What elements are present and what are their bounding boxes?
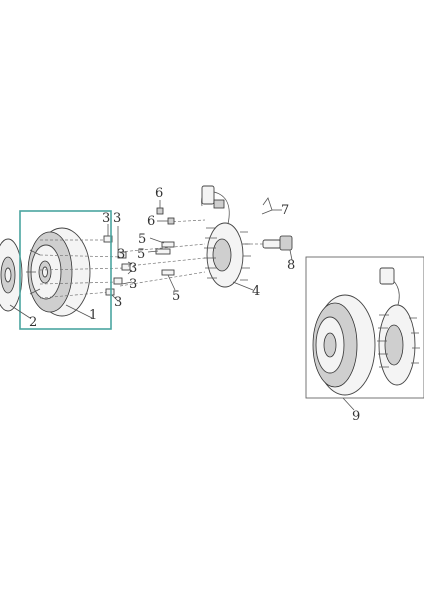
callout-1: 1 bbox=[89, 308, 97, 323]
leader-lines bbox=[9, 200, 355, 411]
callout-3-f: 3 bbox=[114, 295, 122, 310]
callout-2: 2 bbox=[29, 315, 37, 330]
callout-3-c: 3 bbox=[129, 261, 137, 276]
callout-7: 7 bbox=[281, 203, 289, 218]
highlight-frame bbox=[19, 210, 112, 330]
part-4-stator bbox=[201, 185, 251, 288]
callout-labels: 1 2 3 3 3 3 3 3 4 5 5 5 6 6 7 8 9 bbox=[29, 186, 360, 424]
part-6-nuts bbox=[156, 207, 175, 225]
part-5-screws bbox=[155, 241, 175, 276]
callout-5-c: 5 bbox=[172, 289, 180, 304]
callout-5-a: 5 bbox=[138, 232, 146, 247]
callout-3-b: 3 bbox=[113, 211, 121, 226]
part-1-rotor bbox=[26, 227, 91, 317]
callout-5-b: 5 bbox=[137, 247, 145, 262]
callout-6-a: 6 bbox=[155, 186, 163, 201]
callout-9: 9 bbox=[352, 409, 360, 424]
callout-8: 8 bbox=[287, 258, 295, 273]
part-8-sensor bbox=[262, 235, 293, 251]
callout-3-e: 3 bbox=[129, 277, 137, 292]
callout-3-d: 3 bbox=[117, 247, 125, 262]
part-7-clip bbox=[261, 197, 273, 215]
callout-4: 4 bbox=[252, 284, 260, 299]
callout-6-b: 6 bbox=[147, 214, 155, 229]
callout-3-a: 3 bbox=[102, 211, 110, 226]
part-2-flange bbox=[0, 238, 23, 312]
part-9-assembly-inset bbox=[305, 256, 424, 399]
